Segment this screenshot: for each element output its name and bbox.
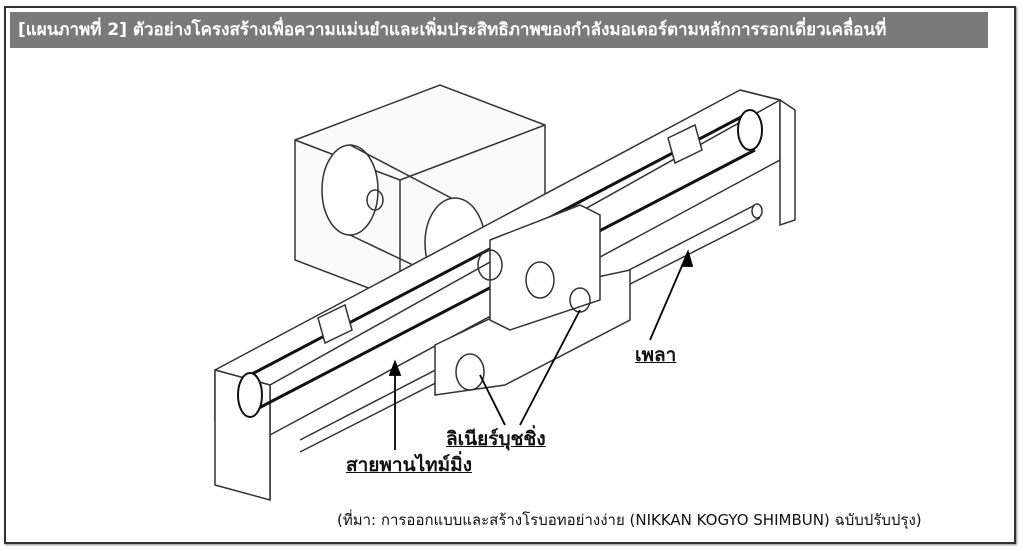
figure-title: [แผนภาพที่ 2] ตัวอย่างโครงสร้างเพื่อความ… bbox=[10, 12, 988, 48]
label-shaft: เพลา bbox=[635, 344, 677, 366]
label-linear-bushing: ลิเนียร์บุชชิ่ง bbox=[446, 428, 546, 450]
belt-clamps bbox=[317, 123, 703, 345]
label-timing-belt: สายพานไทม์มิ่ง bbox=[346, 454, 472, 476]
figure-frame bbox=[4, 6, 1016, 544]
figure-source: (ที่มา: การออกแบบและสร้างโรบอทอย่างง่าย … bbox=[337, 511, 922, 529]
leader-lines bbox=[388, 249, 694, 450]
linear-bushing-carriage bbox=[434, 204, 631, 396]
